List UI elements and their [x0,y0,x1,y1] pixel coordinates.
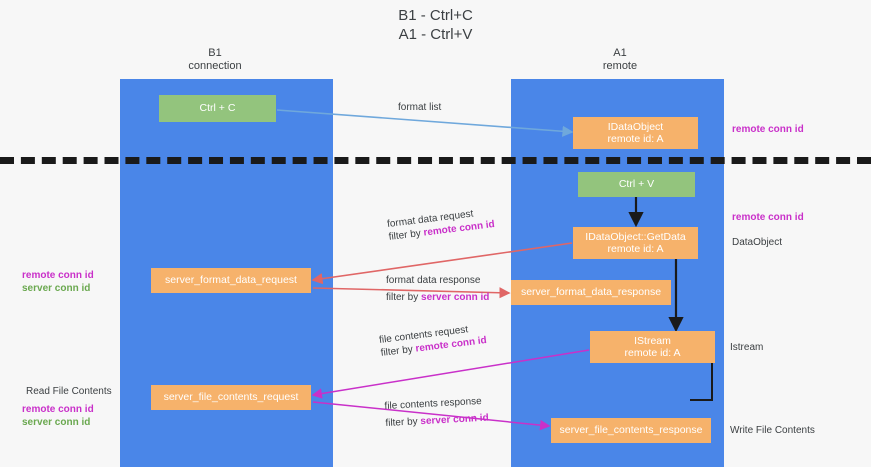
node-getdata-line-1: IDataObject::GetData [585,230,686,243]
node-ctrl-c-label: Ctrl + C [199,102,236,115]
edge-label-format-list-text: format list [398,102,442,113]
node-server-format-data-request-label: server_format_data_request [165,274,297,287]
node-istream-line-1: IStream [634,334,671,347]
column-header-a1-sub: remote [602,60,638,72]
edge-label-format-list: format list [398,101,441,114]
node-server-file-contents-request-label: server_file_contents_request [163,391,299,404]
node-server-file-contents-request[interactable]: server_file_contents_request [151,385,311,410]
node-ctrl-v[interactable]: Ctrl + V [578,172,695,197]
annotation-right-remote-conn-id-top: remote conn id [732,124,804,135]
edge-label-file-contents-response-filter: filter by server conn id [385,412,489,430]
annotation-left-remote-conn-id-bottom: remote conn id [22,404,94,415]
node-ctrl-c[interactable]: Ctrl + C [159,95,276,122]
node-server-file-contents-response-label: server_file_contents_response [559,424,703,437]
node-idataobject-line-2: remote id: A [607,133,664,145]
column-header-a1-name: A1 [613,47,627,59]
column-header-b1-sub: connection [188,60,242,72]
node-getdata-line-2: remote id: A [607,243,664,255]
edge-label-file-contents-request: file contents request filter by remote c… [378,321,488,360]
annotation-left-server-conn-id-mid: server conn id [22,283,91,294]
annotation-right-remote-conn-id-mid: remote conn id [732,212,804,223]
node-istream[interactable]: IStream remote id: A [590,331,715,363]
filter-prefix: filter by [388,227,425,243]
annotation-left-read-file-contents: Read File Contents [26,386,112,397]
edge-label-format-data-response: format data response filter by server co… [386,274,489,304]
edge-label-format-data-response-text: format data response [386,275,481,286]
node-idataobject[interactable]: IDataObject remote id: A [573,117,698,149]
filter-prefix: filter by [385,416,421,429]
annotation-right-istream: Istream [730,342,764,353]
node-server-format-data-request[interactable]: server_format_data_request [151,268,311,293]
title-line-2: A1 - Ctrl+V [398,26,473,43]
filter-prefix: filter by [386,292,422,303]
annotation-left-remote-conn-id-mid: remote conn id [22,270,94,281]
filter-key-server-conn-id: server conn id [420,412,489,428]
node-server-format-data-response-label: server_format_data_response [520,286,662,299]
annotation-left-server-conn-id-bottom: server conn id [22,417,91,428]
node-server-format-data-response[interactable]: server_format_data_response [511,280,671,305]
node-istream-line-2: remote id: A [624,347,681,359]
column-header-b1-name: B1 [208,47,222,59]
edge-label-file-contents-response: file contents response filter by server … [384,395,489,430]
filter-key-server-conn-id: server conn id [421,292,490,303]
title-line-1: B1 - Ctrl+C [398,7,473,24]
node-idataobject-getdata[interactable]: IDataObject::GetData remote id: A [573,227,698,259]
column-header-b1: B1 connection [130,47,300,73]
annotation-right-write-file-contents: Write File Contents [730,425,815,436]
node-idataobject-line-1: IDataObject [607,120,664,133]
annotation-right-dataobject: DataObject [732,237,783,248]
column-header-a1: A1 remote [535,47,705,73]
node-ctrl-v-label: Ctrl + V [618,178,655,191]
edge-label-format-data-response-filter: filter by server conn id [386,291,489,304]
filter-prefix: filter by [380,343,417,359]
edge-label-file-contents-response-text: file contents response [384,395,482,413]
section-divider [0,157,871,164]
edge-label-format-data-request: format data request filter by remote con… [386,205,496,244]
node-server-file-contents-response[interactable]: server_file_contents_response [551,418,711,443]
diagram-title: B1 - Ctrl+C A1 - Ctrl+V [0,6,871,44]
